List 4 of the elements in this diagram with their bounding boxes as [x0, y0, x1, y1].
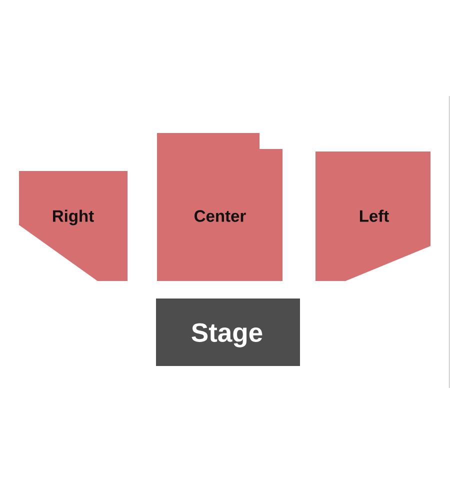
stage-block: Stage — [156, 298, 300, 366]
seating-section: Right — [19, 171, 128, 281]
seating-section: Center — [157, 133, 282, 281]
seating-section: Left — [316, 152, 430, 281]
